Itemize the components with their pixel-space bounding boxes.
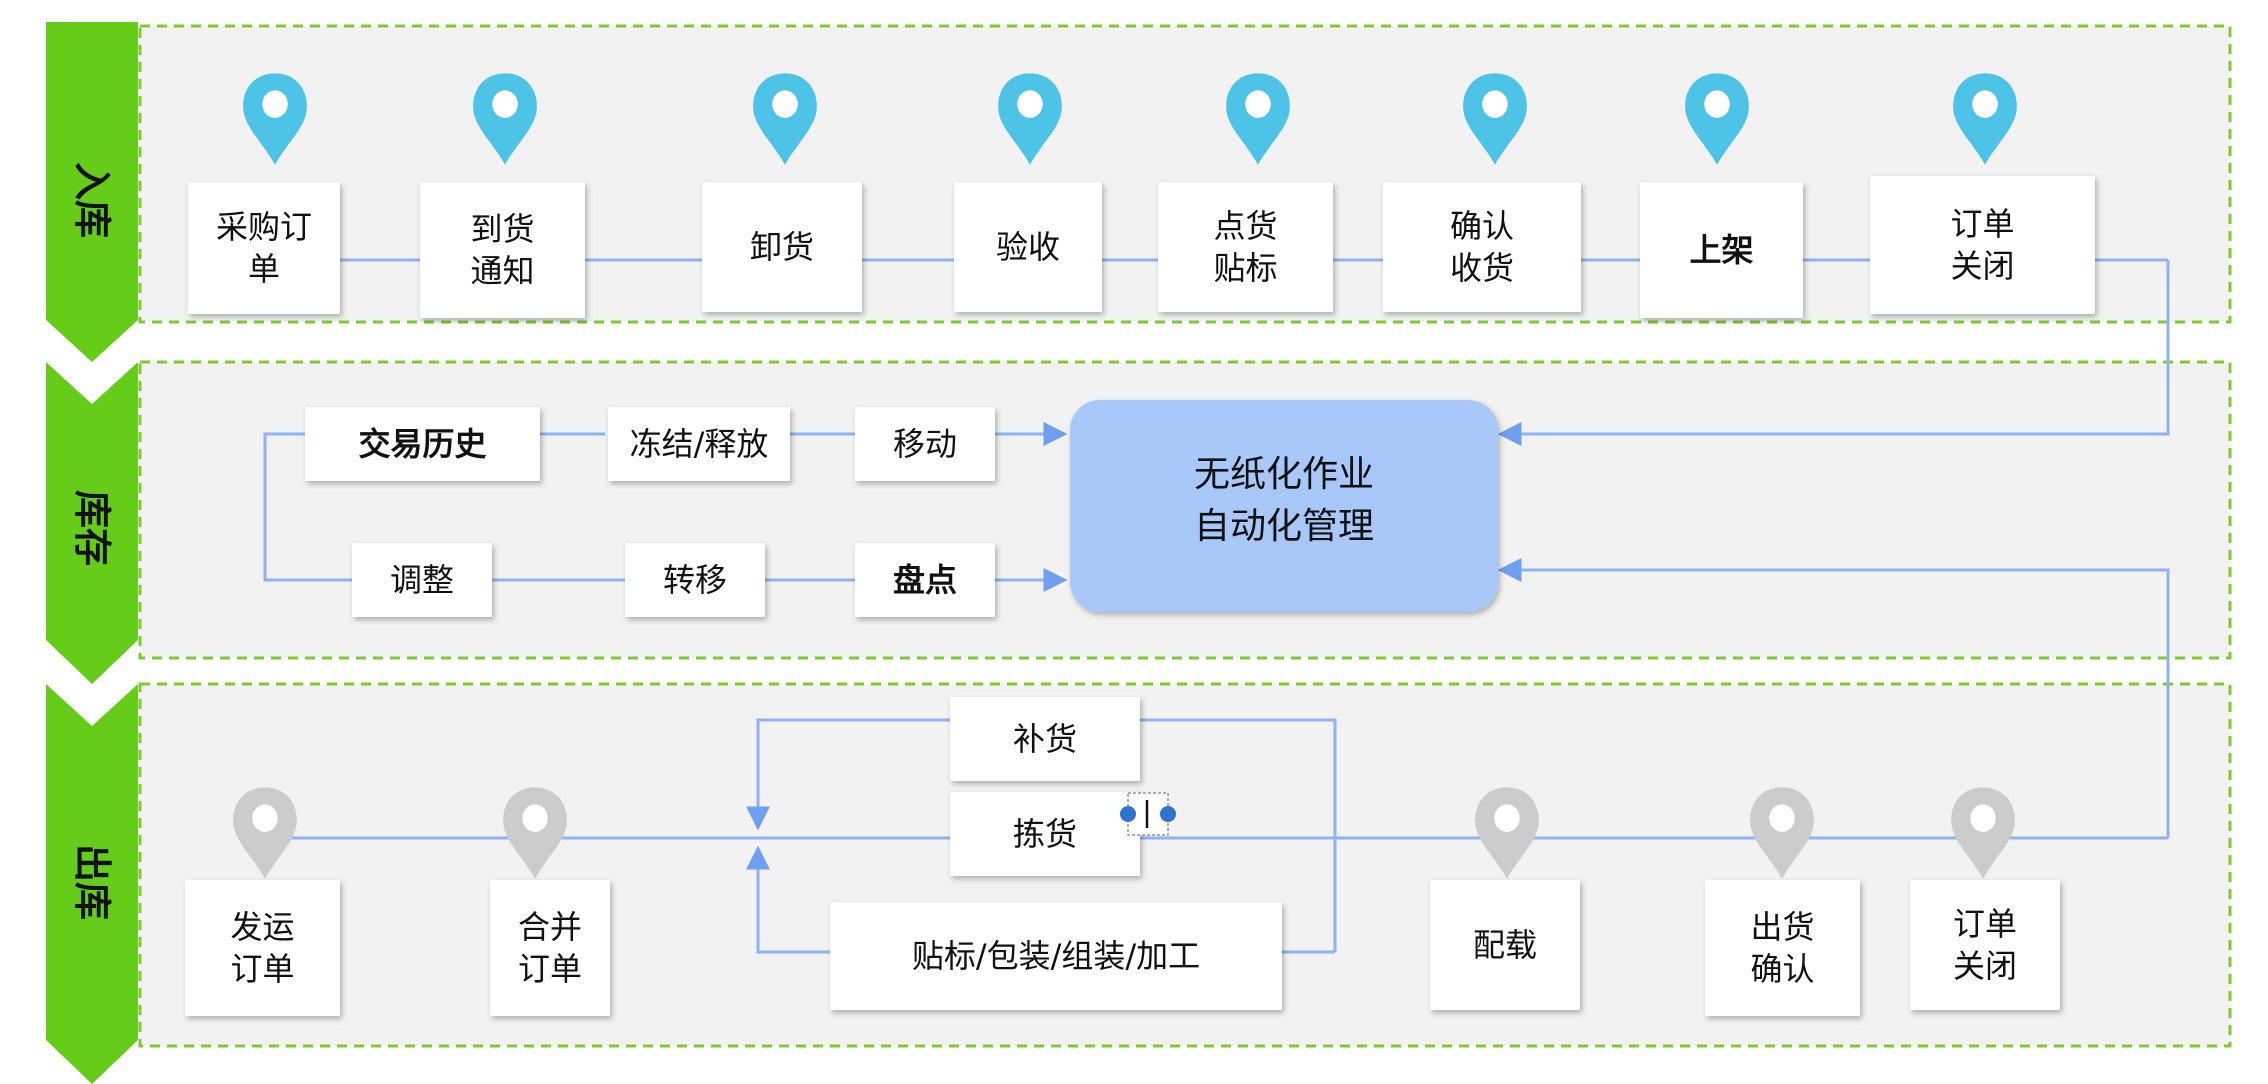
inbound-step-label-line1: 订单 — [1950, 205, 2014, 243]
inventory-step: 交易历史 — [305, 407, 540, 481]
inbound-step-label-line1: 确认 — [1450, 207, 1514, 245]
inbound-step-label-line1: 到货 — [470, 210, 534, 248]
inventory-step-box — [855, 407, 995, 481]
inventory-step: 调整 — [352, 543, 492, 617]
center-box: 无纸化作业 自动化管理 — [1070, 400, 1498, 612]
inbound-step-label: 上架 — [1689, 231, 1753, 269]
inventory-step-box — [625, 543, 765, 617]
outbound-step-box — [1430, 880, 1580, 1010]
outbound-branch-value-add-box — [830, 902, 1282, 1010]
outbound-step-label-line1: 合并 — [518, 908, 582, 946]
inbound-chevron — [46, 22, 138, 362]
outbound-chevron — [46, 684, 138, 1084]
inventory-step-label: 冻结/释放 — [630, 425, 769, 463]
inbound-step-box — [1383, 182, 1581, 312]
outbound-step: 配载 — [1430, 880, 1580, 1010]
inbound-lane-label: 入库 — [70, 162, 114, 238]
inbound-step-box — [420, 182, 585, 318]
outbound-to-center-connector — [1497, 558, 2170, 838]
outbound-step-box — [185, 880, 340, 1016]
inbound-step-label-line2: 通知 — [470, 252, 534, 290]
inventory-step-box — [855, 543, 995, 617]
selection-handle-left[interactable] — [1120, 806, 1136, 822]
outbound-branch-replenish-box — [950, 697, 1140, 781]
inventory-step-label: 盘点 — [893, 561, 957, 599]
inbound-step-label-line1: 点货 — [1213, 207, 1277, 245]
outbound-step-box — [490, 880, 610, 1016]
outbound-steps: 发运订单合并订单补货拣货贴标/包装/组装/加工配载出货确认订单关闭 — [185, 697, 2060, 1016]
inventory-step: 转移 — [625, 543, 765, 617]
inventory-step-box — [608, 407, 790, 481]
outbound-replenish-loop — [1140, 718, 1337, 952]
center-box-line2: 自动化管理 — [1194, 506, 1374, 547]
inbound-step-box — [954, 182, 1102, 312]
inbound-step-label-line2: 收货 — [1450, 249, 1514, 287]
outbound-step-label-line2: 订单 — [230, 950, 294, 988]
inbound-step: 验收 — [954, 182, 1102, 312]
inventory-step: 盘点 — [855, 543, 995, 617]
inbound-step-box — [188, 182, 340, 314]
outbound-branch-pick: 拣货 — [950, 792, 1140, 876]
center-box-shape — [1070, 400, 1498, 612]
inbound-steps: 采购订单到货通知卸货验收点货贴标确认收货上架订单关闭 — [188, 73, 2095, 318]
inventory-step-label: 移动 — [893, 425, 957, 463]
inbound-step-label-line2: 贴标 — [1213, 249, 1277, 287]
outbound-lane-label: 出库 — [70, 844, 114, 920]
outbound-branch-pick-label: 拣货 — [1013, 815, 1077, 853]
selection-handles[interactable] — [1120, 792, 1176, 836]
outbound-step-label-line2: 确认 — [1750, 950, 1814, 988]
inbound-step: 卸货 — [702, 182, 862, 312]
inbound-step-label-line2: 关闭 — [1950, 247, 2014, 285]
lane-chevrons: 入库 库存 出库 — [46, 22, 138, 1084]
outbound-branch-value-add: 贴标/包装/组装/加工 — [830, 902, 1282, 1010]
inventory-chevron — [46, 362, 138, 684]
inventory-step: 移动 — [855, 407, 995, 481]
inbound-step-box — [1870, 176, 2095, 314]
inventory-step: 冻结/释放 — [608, 407, 790, 481]
inventory-loop-connector — [263, 432, 352, 582]
outbound-step-label-line1: 出货 — [1750, 908, 1814, 946]
outbound-replenish-return — [746, 718, 950, 831]
outbound-step-label-line2: 关闭 — [1953, 947, 2017, 985]
outbound-step-label-line1: 发运 — [230, 908, 294, 946]
inbound-step-label: 验收 — [996, 228, 1060, 266]
outbound-step-label-line2: 订单 — [518, 950, 582, 988]
inbound-step-label: 卸货 — [750, 228, 814, 266]
inventory-step-label: 调整 — [390, 561, 454, 599]
outbound-step-label-line1: 订单 — [1953, 905, 2017, 943]
outbound-branch-value-add-label: 贴标/包装/组装/加工 — [912, 937, 1200, 975]
outbound-step-label: 配载 — [1473, 926, 1537, 964]
center-box-line1: 无纸化作业 — [1194, 454, 1374, 495]
inventory-step-label: 交易历史 — [358, 425, 486, 463]
inbound-step: 上架 — [1640, 182, 1803, 318]
outbound-value-add-return — [746, 845, 830, 954]
outbound-branch-replenish-label: 补货 — [1013, 720, 1077, 758]
inbound-step-box — [1158, 182, 1333, 312]
inbound-step-label-line2: 单 — [248, 250, 280, 288]
inventory-lane-label: 库存 — [70, 490, 114, 566]
inbound-step-box — [702, 182, 862, 312]
inbound-to-center-connector — [1497, 260, 2170, 446]
outbound-branch-pick-box — [950, 792, 1140, 876]
inventory-step-label: 转移 — [663, 561, 727, 599]
inventory-step-box — [352, 543, 492, 617]
inbound-step-box — [1640, 182, 1803, 318]
outbound-step-box — [1705, 880, 1860, 1016]
inbound-step-label-line1: 采购订 — [216, 208, 312, 246]
outbound-step-box — [1910, 880, 2060, 1010]
selection-handle-right[interactable] — [1160, 806, 1176, 822]
inventory-step-box — [305, 407, 540, 481]
outbound-branch-replenish: 补货 — [950, 697, 1140, 781]
